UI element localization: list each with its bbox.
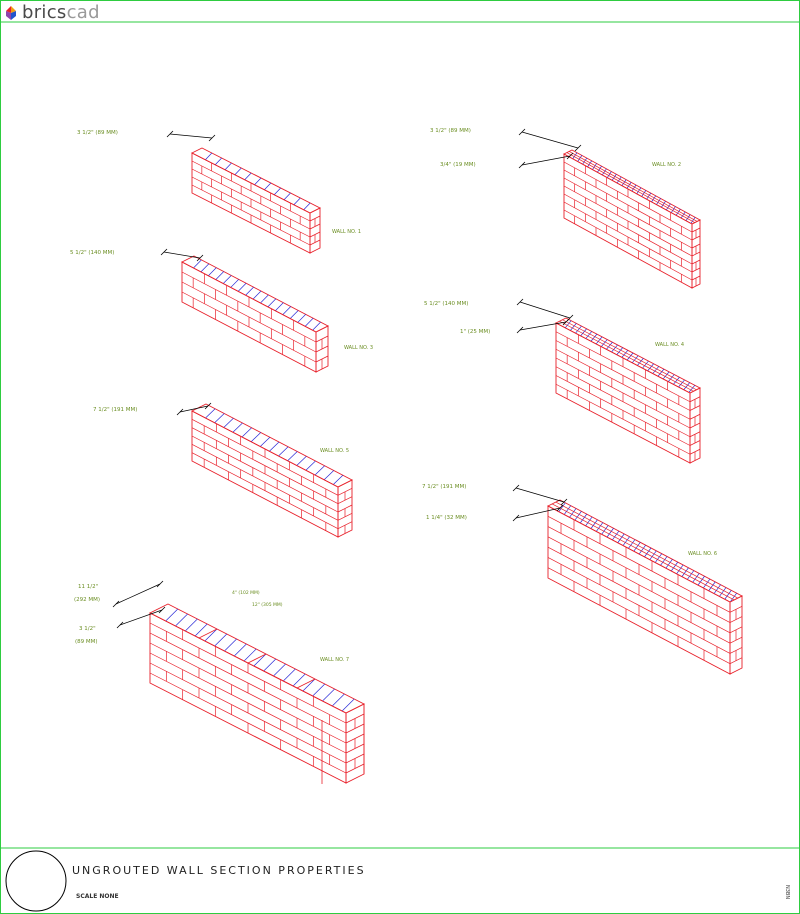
bricscad-logo: bricscad	[4, 2, 100, 23]
logo-brand-suffix: cad	[66, 2, 100, 23]
wall-4-label: WALL NO. 4	[655, 342, 684, 348]
wall-7-dimensions	[112, 580, 166, 629]
title-block-circle	[5, 850, 67, 912]
wall-1-dim-text-1: 3 1/2" (89 MM)	[77, 130, 118, 136]
wall-2-label: WALL NO. 2	[652, 162, 681, 168]
top-hatch	[165, 608, 355, 712]
drawing-title: UNGROUTED WALL SECTION PROPERTIES	[72, 864, 366, 877]
logo-brand-prefix: brics	[22, 2, 67, 23]
wall-7-dim-text-5: 4" (102 MM)	[232, 590, 260, 596]
wall-4-dim-text-2: 1" (25 MM)	[460, 329, 490, 335]
top-hatch	[205, 152, 311, 211]
wall-2-dim-text-1: 3 1/2" (89 MM)	[430, 128, 471, 134]
walls-layer	[112, 128, 743, 784]
wall-7-section	[112, 580, 365, 784]
wall-5-section	[176, 402, 353, 538]
bricscad-logo-icon	[6, 5, 16, 20]
wall-1-section	[166, 130, 321, 254]
wall-6-dimensions	[512, 484, 568, 522]
wall-1-dimensions	[166, 130, 216, 142]
wall-6-dim-text-2: 1 1/4" (32 MM)	[426, 515, 467, 521]
drawing-code: N3BN	[784, 885, 790, 900]
wall-3-section	[160, 248, 329, 373]
wall-7-dim-text-3: 3 1/2"	[79, 626, 96, 632]
wall-7-dim-text-1: 11 1/2"	[78, 584, 98, 590]
wall-2-dim-text-2: 3/4" (19 MM)	[440, 162, 476, 168]
top-hatch	[205, 408, 344, 485]
wall-7-dim-text-4: (89 MM)	[75, 639, 98, 645]
wall-1-label: WALL NO. 1	[332, 229, 361, 235]
wall-6-label: WALL NO. 6	[688, 551, 717, 557]
wall-7-dim-text-6: 12" (305 MM)	[252, 602, 283, 608]
wall-3-dimensions	[160, 248, 204, 262]
wall-6-dim-text-1: 7 1/2" (191 MM)	[422, 484, 466, 490]
wall-7-webs	[198, 628, 365, 784]
wall-5-label: WALL NO. 5	[320, 448, 349, 454]
wall-4-dim-text-1: 5 1/2" (140 MM)	[424, 301, 468, 307]
wall-7-dim-text-2: (292 MM)	[74, 597, 100, 603]
drawing-scale: SCALE NONE	[76, 893, 119, 900]
wall-3-label: WALL NO. 3	[344, 345, 373, 351]
wall-5-dimensions	[176, 402, 212, 416]
wall-6-section	[512, 484, 743, 675]
top-hatch	[564, 320, 696, 393]
labels-layer: WALL NO. 1 WALL NO. 2 WALL NO. 3 WALL NO. 4…	[70, 128, 717, 663]
top-hatch	[558, 502, 737, 603]
wall-7-label: WALL NO. 7	[320, 657, 349, 663]
top-hatch	[572, 152, 696, 224]
wall-3-dim-text-1: 5 1/2" (140 MM)	[70, 250, 114, 256]
top-hatch	[193, 259, 321, 331]
wall-2-dimensions	[518, 128, 582, 169]
wall-4-dimensions	[516, 298, 574, 334]
wall-4-section	[516, 298, 701, 464]
wall-2-section	[518, 128, 701, 289]
wall-5-dim-text-1: 7 1/2" (191 MM)	[93, 407, 137, 413]
